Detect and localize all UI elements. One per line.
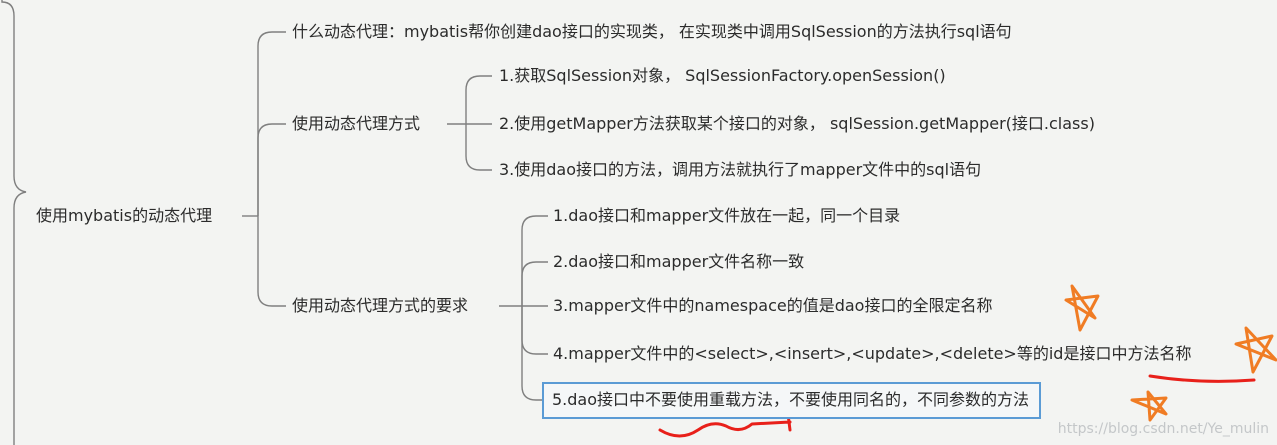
branch-node-what[interactable]: 什么动态代理：mybatis帮你创建dao接口的实现类， 在实现类中调用SqlS… [292,22,1012,41]
method-step-node[interactable]: 3.使用dao接口的方法，调用方法就执行了mapper文件中的sql语句 [499,160,982,179]
star-annotation-3 [1130,390,1168,422]
step-line-1 [465,75,492,124]
branch-node-method[interactable]: 使用动态代理方式 [292,114,421,133]
branch-line-method [257,123,286,216]
branch-line-requirements [257,216,286,307]
requirement-node[interactable]: 1.dao接口和mapper文件放在一起，同一个目录 [553,206,901,225]
branch-line-what [257,31,286,216]
requirement-node[interactable]: 3.mapper文件中的namespace的值是dao接口的全限定名称 [553,296,993,315]
branch-node-requirements[interactable]: 使用动态代理方式的要求 [292,296,469,315]
req-line-2 [521,261,548,306]
req-line-5 [521,306,542,401]
method-step-node[interactable]: 1.获取SqlSession对象， SqlSessionFactory.open… [499,66,946,85]
underline-annotation-1 [1148,374,1256,383]
req-line-4 [521,306,548,355]
method-step-node[interactable]: 2.使用getMapper方法获取某个接口的对象， sqlSession.get… [499,114,1095,133]
watermark-text: https://blog.csdn.net/Ye_mulin [1057,421,1269,437]
parent-bracket-line [1,0,27,445]
requirement-node-selected[interactable]: 5.dao接口中不要使用重载方法，不要使用同名的，不同参数的方法 [542,382,1042,419]
root-node[interactable]: 使用mybatis的动态代理 [36,206,213,225]
requirement-node[interactable]: 4.mapper文件中的<select>,<insert>,<update>,<… [553,344,1192,363]
star-annotation-2 [1234,326,1277,374]
step-line-3 [465,124,492,171]
requirement-node[interactable]: 2.dao接口和mapper文件名称一致 [553,252,805,271]
star-annotation-1 [1064,284,1100,332]
req-line-1 [521,215,548,306]
